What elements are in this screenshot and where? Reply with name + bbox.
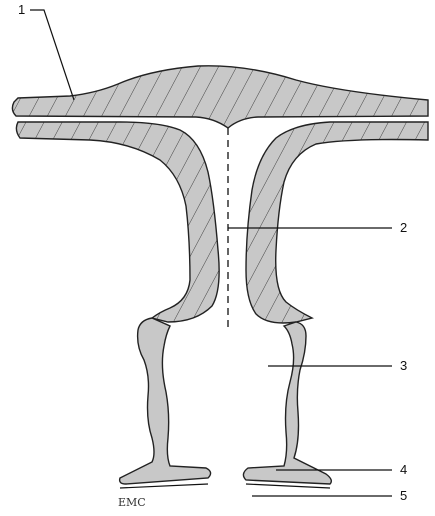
label-4: 4 [400, 462, 407, 477]
left-cornual-wall [16, 122, 219, 322]
label-1: 1 [18, 2, 25, 17]
left-vaginal-line [120, 484, 208, 488]
upper-wall-band [12, 66, 428, 128]
leader-1 [30, 10, 74, 100]
left-cervical-wall [120, 318, 211, 484]
right-cervical-wall [243, 322, 331, 484]
label-3: 3 [400, 358, 407, 373]
label-5: 5 [400, 488, 407, 503]
publisher-logo: EMC [118, 496, 146, 509]
label-2: 2 [400, 220, 407, 235]
right-vaginal-line [246, 484, 330, 488]
